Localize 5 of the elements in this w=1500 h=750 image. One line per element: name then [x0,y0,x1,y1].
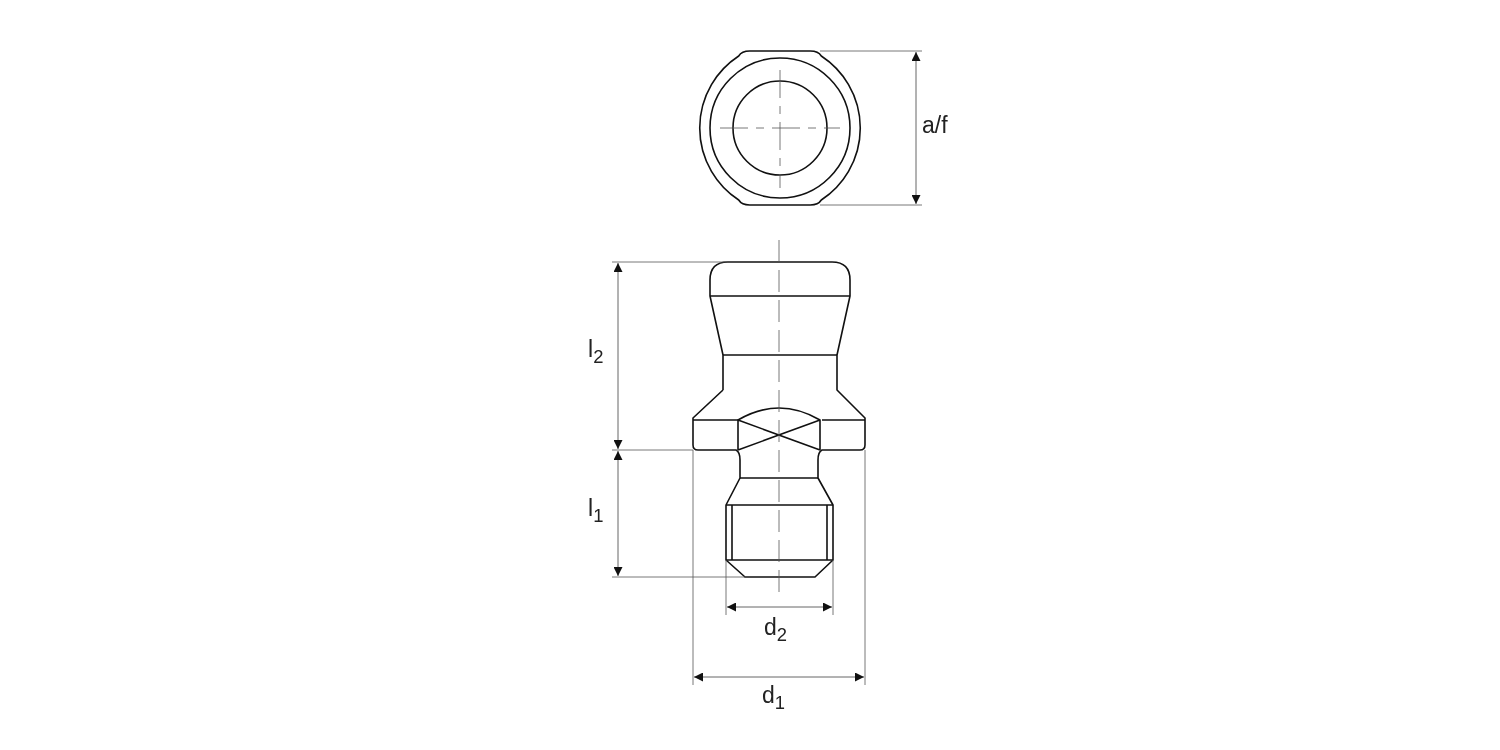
dimension-label: l$_{2}$ [588,338,604,366]
dimension-label: d$_{1}$ [762,684,786,712]
dimension-label: d$_{2}$ [764,616,788,644]
dimension-label: a/f [922,114,948,137]
dimension-label: l$_{1}$ [588,497,604,525]
